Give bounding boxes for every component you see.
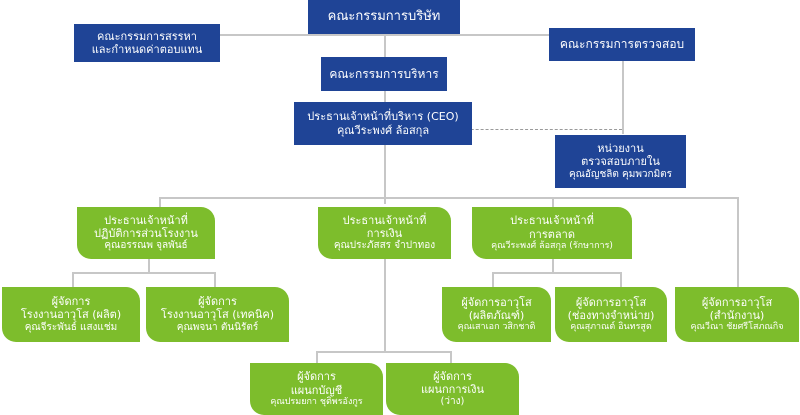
node-line: ปฏิบัติการส่วนโรงงาน [94,226,198,240]
node-line: ผู้จัดการ [51,295,91,308]
accounting-manager-box: ผู้จัดการ แผนกบัญชี คุณปรมยกา ชุติพรอังก… [250,363,383,415]
ceo-box: ประธานเจ้าหน้าที่บริหาร (CEO) คุณวีระพงศ… [294,102,472,145]
nomination-committee-box: คณะกรรมการสรรหา และกำหนดค่าตอบแทน [74,24,220,62]
node-line: คุณปรมยกา ชุติพรอังกูร [270,396,363,407]
node-line: คณะกรรมการบริหาร [329,66,439,81]
connector-line [159,197,161,209]
node-line: การตลาด [529,227,575,241]
connector-line [552,197,554,209]
node-line: คุณจีระพันธ์ แสงแช่ม [24,321,118,333]
node-line: คณะกรรมการสรรหา [97,29,197,43]
connector-line [214,272,216,287]
node-line: และกำหนดค่าตอบแทน [91,43,203,56]
connector-line [622,60,624,134]
senior-manager-product-box: ผู้จัดการอาวุโส (ผลิตภัณฑ์) คุณเสาเอก วส… [442,287,551,342]
node-line: ผู้จัดการ [297,370,336,384]
node-line: คณะกรรมการตรวจสอบ [559,37,685,52]
node-line: คุณอรรณพ จุลพันธ์ [104,240,188,252]
node-line: คุณวีณา ชัยศรีโสภณกิจ [690,322,784,333]
connector-line [159,197,739,199]
connector-line [492,272,622,274]
senior-manager-distribution-box: ผู้จัดการอาวุโส (ช่องทางจำหน่าย) คุณสุภา… [555,287,667,342]
connector-line [737,197,739,287]
node-line: ประธานเจ้าหน้าที่บริหาร (CEO) [307,110,459,124]
node-line: ผู้จัดการอาวุโส [461,295,532,309]
chief-finance-box: ประธานเจ้าหน้าที่ การเงิน คุณประภัสสร จำ… [318,207,451,259]
chief-marketing-box: ประธานเจ้าหน้าที่ การตลาด คุณวีระพงศ์ ล้… [472,207,632,259]
node-line: (ว่าง) [440,396,465,408]
node-line: ผู้จัดการอาวุโส [701,295,773,309]
connector-line [72,272,216,274]
node-line: คุณเสาเอก วสิกชาติ [457,322,536,333]
connector-line [316,351,318,363]
connector-line [620,272,622,287]
node-line: คุณอัญชลิต คุมพวกมิตร [568,168,673,180]
connector-line [316,351,452,353]
node-line: หน่วยงาน [597,142,644,155]
node-line: โรงงานอาวุโส (ผลิต) [20,308,122,322]
chief-plant-operations-box: ประธานเจ้าหน้าที่ ปฏิบัติการส่วนโรงงาน ค… [77,207,215,259]
connector-line [492,272,494,287]
node-line: ประธานเจ้าหน้าที่ [510,214,594,228]
connector-line [450,351,452,363]
node-line: ผู้จัดการอาวุโส [575,295,647,309]
node-line: (ผลิตภัณฑ์) [468,309,525,323]
node-line: คุณพจนา ตันนิรัตร์ [176,321,259,333]
node-line: ตรวจสอบภายใน [581,155,660,169]
node-line: คุณประภัสสร จำปาทอง [333,240,436,252]
connector-line [384,258,386,353]
connector-line [148,258,150,272]
node-line: โรงงานอาวุโส (เทคนิค) [160,308,275,322]
dashed-connector-line [446,129,622,130]
node-line: แผนกบัญชี [290,383,343,397]
plant-manager-technical-box: ผู้จัดการ โรงงานอาวุโส (เทคนิค) คุณพจนา … [146,287,289,342]
node-line: การเงิน [366,226,403,240]
executive-committee-box: คณะกรรมการบริหาร [321,57,447,91]
node-line: (ช่องทางจำหน่าย) [567,309,655,323]
plant-manager-production-box: ผู้จัดการ โรงงานอาวุโส (ผลิต) คุณจีระพัน… [2,287,140,342]
connector-line [72,272,74,287]
connector-line [552,258,554,272]
internal-audit-box: หน่วยงาน ตรวจสอบภายใน คุณอัญชลิต คุมพวกม… [555,135,686,188]
node-line: ประธานเจ้าหน้าที่ [342,213,427,227]
node-line: ผู้จัดการ [198,295,237,308]
node-line: ผู้จัดการ [433,369,472,383]
senior-manager-office-box: ผู้จัดการอาวุโส (สำนักงาน) คุณวีณา ชัยศร… [675,287,799,342]
finance-manager-box: ผู้จัดการ แผนกการเงิน (ว่าง) [386,363,519,415]
node-line: คุณวีระพงศ์ ล้อสกุล [336,123,430,137]
audit-committee-box: คณะกรรมการตรวจสอบ [549,28,695,61]
node-line: (สำนักงาน) [709,309,765,323]
node-line: แผนกการเงิน [420,382,485,396]
node-line: คณะกรรมการบริษัท [327,9,441,25]
connector-line [213,34,624,36]
node-line: ประธานเจ้าหน้าที่ [104,213,188,227]
node-line: คุณสุภาณต์ อินทรสูต [570,322,652,333]
node-line: คุณวีระพงศ์ ล้อสกุล (รักษาการ) [491,240,613,251]
board-of-directors-box: คณะกรรมการบริษัท [308,0,460,34]
